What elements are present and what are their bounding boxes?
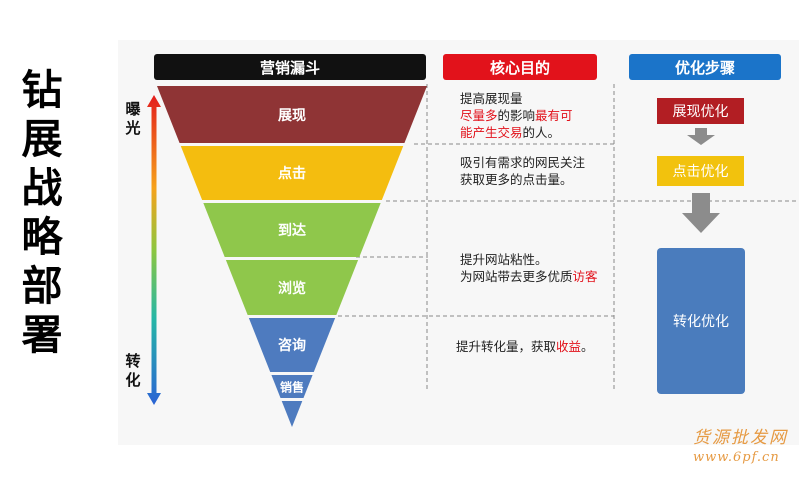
title-char: 略 — [21, 213, 63, 261]
goal-header: 核心目的 — [443, 54, 597, 80]
goal-line: 提高展现量 — [460, 91, 523, 106]
axis-char: 曝 — [125, 100, 141, 118]
goal-line: 能产生交易的人。 — [460, 124, 573, 141]
goal-line: 吸引有需求的网民关注 — [460, 155, 586, 170]
stage-label-sales: 销售 — [279, 380, 305, 394]
goal-text-part: 。 — [581, 339, 594, 354]
steps-header: 优化步骤 — [629, 54, 781, 80]
stage-label-browsing: 浏览 — [278, 280, 306, 297]
goal-emphasis: 收益 — [556, 339, 582, 354]
funnel-stage-impressions — [157, 86, 427, 143]
goal-line: 提升转化量，获取收益。 — [456, 338, 594, 355]
vertical-title: 钻 展 战 略 部 署 — [16, 66, 68, 360]
goal-emphasis: 访客 — [572, 269, 598, 284]
axis-label-conversion: 转 化 — [122, 352, 144, 390]
step-click-optimization: 点击优化 — [657, 156, 744, 186]
axis-char: 转 — [125, 352, 141, 370]
goal-text-part: 为网站带去更多优质 — [460, 269, 573, 284]
funnel-stage-sales — [271, 375, 313, 398]
goal-impressions: 提高展现量 尽量多的影响最有可 能产生交易的人。 — [460, 90, 573, 141]
goal-emphasis: 最有可 — [535, 108, 573, 123]
step-impression-optimization: 展现优化 — [657, 98, 744, 124]
funnel-tip — [281, 401, 303, 427]
axis-char: 化 — [125, 371, 141, 389]
funnel-header: 营销漏斗 — [154, 54, 426, 80]
funnel-stage-inquiry — [248, 318, 336, 372]
title-char: 钻 — [21, 66, 63, 114]
axis-label-exposure: 曝 光 — [122, 100, 144, 138]
funnel-stage-arrival — [203, 203, 381, 257]
goal-text-part: 提升转化量，获取 — [456, 339, 557, 354]
goal-clicks: 吸引有需求的网民关注 获取更多的点击量。 — [460, 154, 585, 188]
funnel-stage-browsing — [225, 260, 359, 315]
stage-label-arrival: 到达 — [278, 223, 306, 239]
title-char: 署 — [21, 311, 63, 359]
stage-label-impressions: 展现 — [278, 107, 306, 124]
goal-emphasis: 尽量多 — [460, 108, 498, 123]
axis-char: 光 — [125, 119, 141, 137]
goal-line: 尽量多的影响最有可 — [460, 107, 573, 124]
title-char: 战 — [21, 164, 63, 212]
down-arrow-icon — [682, 193, 720, 233]
gradient-double-arrow-icon — [147, 95, 161, 405]
goal-text-part: 的人。 — [522, 125, 561, 140]
down-arrow-icon — [687, 128, 715, 145]
goal-site-engagement: 提升网站粘性。 为网站带去更多优质访客 — [460, 251, 598, 285]
title-char: 展 — [21, 115, 63, 163]
goal-line: 获取更多的点击量。 — [460, 172, 573, 187]
goal-line: 为网站带去更多优质访客 — [460, 268, 598, 285]
title-char: 部 — [21, 262, 63, 310]
watermark-text: 货源批发网 — [693, 428, 788, 448]
funnel-stage-clicks — [180, 146, 404, 200]
goal-line: 提升网站粘性。 — [460, 252, 548, 267]
stage-label-clicks: 点击 — [278, 166, 306, 182]
goal-conversion: 提升转化量，获取收益。 — [456, 338, 594, 355]
goal-text-part: 的影响 — [497, 108, 536, 123]
stage-label-inquiry: 咨询 — [278, 338, 306, 354]
watermark-url: www.6pf.cn — [693, 450, 780, 465]
step-conversion-optimization: 转化优化 — [657, 248, 745, 394]
goal-emphasis: 能产生交易 — [460, 125, 523, 140]
